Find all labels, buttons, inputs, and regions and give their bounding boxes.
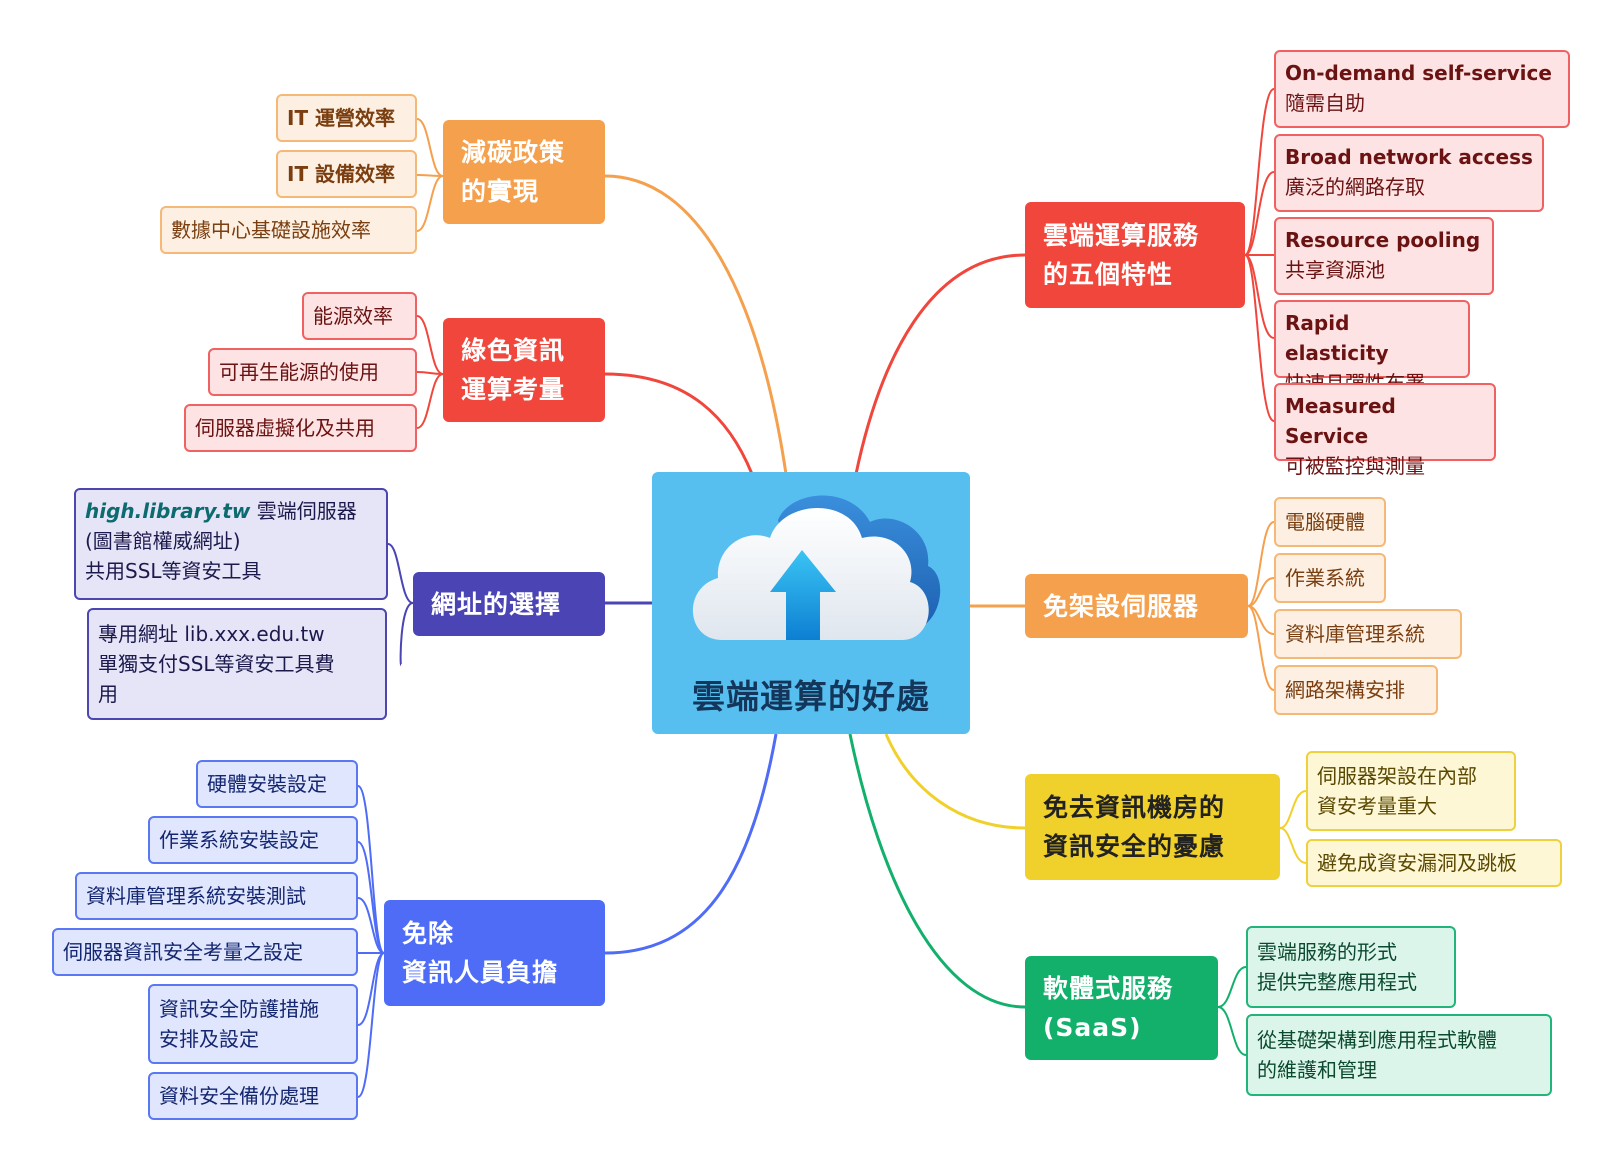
sub-lines-no-server: [1247, 521, 1275, 691]
leaf-datacenter-infra-efficiency[interactable]: 數據中心基礎設施效率: [160, 206, 417, 254]
leaf-label: 作業系統安裝設定: [159, 828, 319, 852]
leaf-computer-hardware[interactable]: 電腦硬體: [1274, 497, 1386, 547]
topic-carbon-policy-label: 減碳政策 的實現: [461, 138, 566, 206]
topic-green-it[interactable]: 綠色資訊 運算考量: [443, 318, 605, 422]
leaf-avoid-security-hole[interactable]: 避免成資安漏洞及跳板: [1306, 839, 1562, 887]
leaf-os-setup[interactable]: 作業系統安裝設定: [148, 816, 358, 864]
branch-line-five: [854, 253, 1026, 475]
leaf-energy-efficiency[interactable]: 能源效率: [302, 292, 417, 340]
topic-five-characteristics-label: 雲端運算服務 的五個特性: [1043, 221, 1200, 289]
leaf-label: 從基礎架構到應用程式軟體 的維護和管理: [1257, 1028, 1497, 1082]
sub-lines-no-room: [1279, 790, 1307, 864]
leaf-label-en: On-demand self-service: [1285, 61, 1552, 85]
leaf-label-en: Rapid elasticity: [1285, 311, 1389, 365]
topic-five-characteristics[interactable]: 雲端運算服務 的五個特性: [1025, 202, 1245, 308]
leaf-label: IT 設備效率: [287, 162, 396, 186]
leaf-label: 雲端服務的形式 提供完整應用程式: [1257, 940, 1417, 994]
branch-line-green-it: [604, 372, 754, 475]
leaf-shared-url[interactable]: high.library.tw 雲端伺服器 (圖書館權威網址) 共用SSL等資安…: [74, 488, 388, 600]
leaf-renewable-energy[interactable]: 可再生能源的使用: [208, 348, 417, 396]
leaf-on-demand-self-service[interactable]: On-demand self-service 隨需自助: [1274, 50, 1570, 128]
leaf-label: IT 運營效率: [287, 106, 396, 130]
sub-lines-staff: [357, 785, 385, 1098]
topic-saas-label: 軟體式服務 (SaaS): [1043, 974, 1174, 1042]
leaf-label: 硬體安裝設定: [207, 772, 327, 796]
leaf-label-en: Resource pooling: [1285, 228, 1481, 252]
leaf-broad-network-access[interactable]: Broad network access 廣泛的網路存取: [1274, 134, 1544, 212]
topic-no-server-room-security[interactable]: 免去資訊機房的 資訊安全的憂慮: [1025, 774, 1280, 880]
topic-green-it-label: 綠色資訊 運算考量: [461, 336, 566, 404]
leaf-label-zh: 共享資源池: [1285, 258, 1385, 282]
leaf-label-zh: 廣泛的網路存取: [1285, 175, 1425, 199]
leaf-hardware-setup[interactable]: 硬體安裝設定: [196, 760, 358, 808]
leaf-label: 伺服器資訊安全考量之設定: [63, 940, 303, 964]
leaf-label: 可再生能源的使用: [219, 360, 379, 384]
sub-lines-url: [387, 543, 414, 666]
sub-lines-green-it: [416, 315, 444, 429]
leaf-label: 伺服器架設在內部 資安考量重大: [1317, 764, 1477, 818]
leaf-rapid-elasticity[interactable]: Rapid elasticity快速且彈性布署: [1274, 300, 1470, 395]
leaf-server-security-setup[interactable]: 伺服器資訊安全考量之設定: [52, 928, 358, 976]
leaf-label: 專用網址 lib.xxx.edu.tw 單獨支付SSL等資安工具費 用: [98, 622, 335, 706]
topic-staff-burden[interactable]: 免除 資訊人員負擔: [384, 900, 605, 1006]
leaf-network-architecture[interactable]: 網路架構安排: [1274, 665, 1438, 715]
leaf-measured-service[interactable]: Measured Service 可被監控與測量: [1274, 383, 1496, 478]
leaf-label: 數據中心基礎設施效率: [171, 218, 371, 242]
leaf-url-link[interactable]: high.library.tw: [85, 499, 251, 523]
leaf-label: 網路架構安排: [1285, 678, 1405, 702]
leaf-dedicated-url[interactable]: 專用網址 lib.xxx.edu.tw 單獨支付SSL等資安工具費 用: [87, 608, 387, 720]
leaf-label: 伺服器虛擬化及共用: [195, 416, 375, 440]
sub-lines-five: [1244, 88, 1275, 422]
leaf-label: 作業系統: [1285, 566, 1365, 590]
leaf-label-en: Broad network access: [1285, 145, 1533, 169]
leaf-dbms[interactable]: 資料庫管理系統: [1274, 609, 1462, 659]
leaf-label-zh: 隨需自助: [1285, 91, 1365, 115]
topic-url-choice-label: 網址的選擇: [431, 589, 562, 619]
topic-no-server-room-security-label: 免去資訊機房的 資訊安全的憂慮: [1043, 793, 1226, 861]
leaf-it-equipment-efficiency[interactable]: IT 設備效率: [276, 150, 417, 198]
leaf-label: 避免成資安漏洞及跳板: [1317, 851, 1517, 875]
leaf-label-zh: 可被監控與測量: [1285, 454, 1425, 478]
branch-line-saas: [848, 733, 1026, 1009]
topic-staff-burden-label: 免除 資訊人員負擔: [402, 919, 559, 987]
leaf-internal-server-security[interactable]: 伺服器架設在內部 資安考量重大: [1306, 751, 1516, 831]
leaf-resource-pooling[interactable]: Resource pooling 共享資源池: [1274, 217, 1494, 295]
topic-saas[interactable]: 軟體式服務 (SaaS): [1025, 956, 1218, 1060]
topic-carbon-policy[interactable]: 減碳政策 的實現: [443, 120, 605, 224]
leaf-it-operation-efficiency[interactable]: IT 運營效率: [276, 94, 417, 142]
topic-no-server[interactable]: 免架設伺服器: [1025, 574, 1248, 638]
leaf-infra-to-app-maintenance[interactable]: 從基礎架構到應用程式軟體 的維護和管理: [1246, 1014, 1552, 1096]
leaf-data-backup[interactable]: 資料安全備份處理: [148, 1072, 358, 1120]
leaf-server-virtualization[interactable]: 伺服器虛擬化及共用: [184, 404, 417, 452]
leaf-label: 資訊安全防護措施 安排及設定: [159, 997, 319, 1051]
leaf-label-en: Measured Service: [1285, 394, 1396, 448]
leaf-label: 能源效率: [313, 304, 393, 328]
central-topic-title: 雲端運算的好處: [692, 677, 930, 716]
leaf-security-measures[interactable]: 資訊安全防護措施 安排及設定: [148, 984, 358, 1064]
leaf-label: 雲端伺服器 (圖書館權威網址) 共用SSL等資安工具: [85, 499, 357, 583]
leaf-cloud-service-form[interactable]: 雲端服務的形式 提供完整應用程式: [1246, 926, 1456, 1008]
branch-line-no-room: [884, 733, 1026, 830]
leaf-label: 資料庫管理系統安裝測試: [86, 884, 306, 908]
branch-line-staff: [604, 733, 778, 955]
leaf-label: 電腦硬體: [1285, 510, 1365, 534]
branch-line-carbon: [604, 174, 788, 475]
cloud-upload-icon: [692, 495, 941, 640]
leaf-label: 資料安全備份處理: [159, 1084, 319, 1108]
sub-lines-carbon: [416, 118, 444, 232]
leaf-operating-system[interactable]: 作業系統: [1274, 553, 1386, 603]
leaf-label: 資料庫管理系統: [1285, 622, 1425, 646]
sub-lines-saas: [1217, 966, 1247, 1056]
topic-no-server-label: 免架設伺服器: [1043, 591, 1200, 621]
leaf-dbms-setup[interactable]: 資料庫管理系統安裝測試: [75, 872, 358, 920]
central-topic[interactable]: 雲端運算的好處: [652, 472, 970, 734]
topic-url-choice[interactable]: 網址的選擇: [413, 572, 605, 636]
